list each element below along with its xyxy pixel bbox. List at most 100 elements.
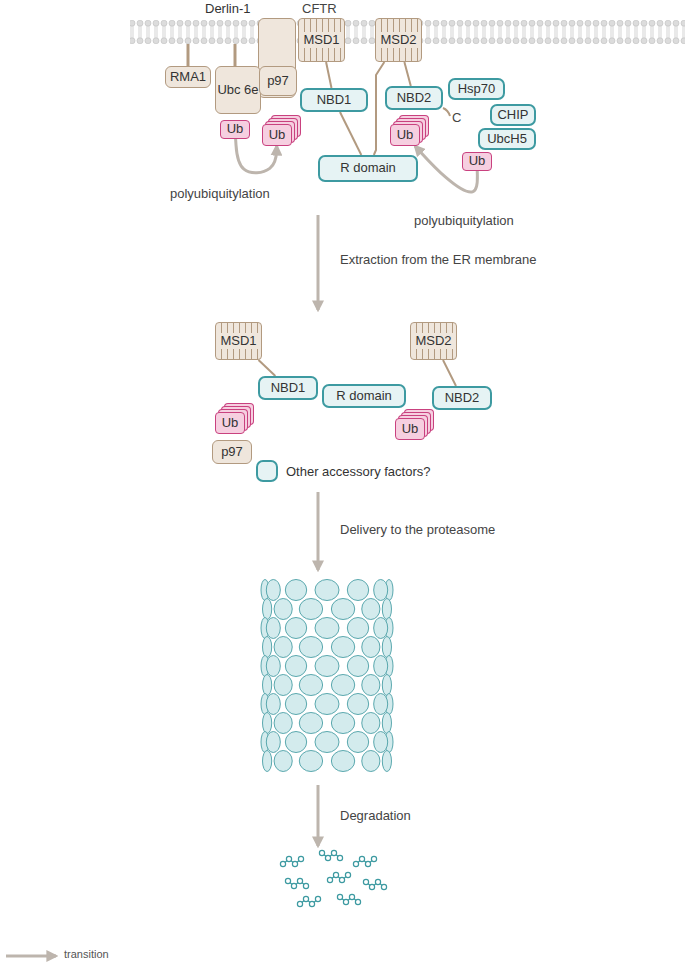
legend-sample [6,955,56,958]
peptide-residue [297,878,302,883]
proteasome-subunit [382,637,391,658]
node-label: CHIP [497,108,528,123]
membrane-domain: MSD2 [375,18,422,62]
chain-link [374,62,385,155]
proteasome-subunit [347,656,368,677]
peptide-residue [369,884,374,889]
proteasome-subunit [315,694,339,715]
domain-box: NBD1 [258,376,318,400]
ubiquitin-chain: Ub [390,124,420,146]
proteasome-subunit [362,637,380,658]
proteasome-subunit [263,713,272,734]
domain-box: CHIP [490,104,536,126]
protein-label: C [452,110,461,125]
proteasome-subunit [315,580,339,601]
chain-link [443,360,456,386]
proteasome-subunit [331,713,354,734]
chain-link [259,360,276,376]
proteasome-subunit [382,675,391,696]
proteasome-subunit [331,751,354,772]
peptide-residue [359,856,364,861]
peptide-residue [327,877,332,882]
proteasome-subunit [299,599,322,620]
proteasome-subunit [263,751,272,772]
proteasome-subunit [382,713,391,734]
membrane-domain: MSD1 [215,322,262,360]
proteasome-subunit [299,675,322,696]
step-label: Extraction from the ER membrane [340,252,537,267]
c-terminal-tail [443,108,450,116]
chain-link [340,112,361,155]
peptide-residue [363,879,368,884]
proteasome-subunit [374,618,388,639]
proteasome-subunit [382,599,391,620]
node-label: Ub [469,154,486,169]
factor-box: Other accessory factors? [256,460,278,482]
domain-box: UbcH5 [478,128,536,150]
chain-link [404,62,410,86]
protein-box: RMA1 [165,66,211,88]
node-label: Ub [222,416,239,431]
ubiquitin-chain: Ub [262,124,292,146]
proteasome-subunit [331,637,354,658]
node-label: Ub [227,122,244,137]
node-label: RMA1 [170,70,206,85]
node-label: Ub [397,128,414,143]
peptide-residue [337,894,342,899]
protein-box: p97 [259,66,297,96]
peptide-residue [292,861,297,866]
proteasome-subunit [274,713,292,734]
proteasome-subunit [299,713,322,734]
membrane-domain: MSD2 [410,322,457,360]
peptide-residue [303,883,308,888]
node-label: R domain [340,161,396,176]
node-heading: Derlin-1 [205,2,251,17]
node-label: MSD1 [302,32,340,49]
ubiquitin-chain: Ub [395,418,425,440]
domain-box: NBD2 [385,86,443,110]
transition-arrow [317,785,320,846]
peptide-residue [319,850,324,855]
node-label: Ub [402,422,419,437]
peptide-residue [333,872,338,877]
proteasome-subunit [362,675,380,696]
peptide-residue [297,901,302,906]
proteasome-subunit [263,675,272,696]
peptide-residue [353,861,358,866]
node-label: NBD1 [271,381,306,396]
peptide-residue [303,896,308,901]
peptide-residue [381,884,386,889]
ubiquitin-chain: Ub [215,412,245,434]
proteasome-subunit [266,656,280,677]
proteasome-subunit [263,637,272,658]
proteasome-subunit [315,732,339,753]
proteasome-subunit [362,751,380,772]
peptide-residue [291,883,296,888]
proteasome-subunit [274,751,292,772]
proteasome-subunit [331,599,354,620]
node-label: p97 [267,74,289,89]
peptide-residue [365,861,370,866]
membrane-domain: MSD1 [298,18,345,62]
proteasome-subunit [274,599,292,620]
proteasome-subunit [374,732,388,753]
node-label: R domain [336,389,392,404]
proteasome-subunit [263,599,272,620]
peptide-residue [298,856,303,861]
chain-link [326,62,331,88]
proteasome-subunit [285,694,306,715]
peptide-residue [337,855,342,860]
step-label: Delivery to the proteasome [340,522,495,537]
peptide-residue [280,861,285,866]
domain-box: Hsp70 [448,78,505,100]
peptide-residue [286,856,291,861]
peptide-residue [325,855,330,860]
peptide-residue [375,879,380,884]
node-label: MSD2 [379,32,417,49]
proteasome [261,580,393,772]
proteasome-subunit [382,751,391,772]
step-label: Degradation [340,808,411,823]
edge-label: polyubiquitylation [414,213,514,228]
proteasome-subunit [274,637,292,658]
proteasome-subunit [347,694,368,715]
